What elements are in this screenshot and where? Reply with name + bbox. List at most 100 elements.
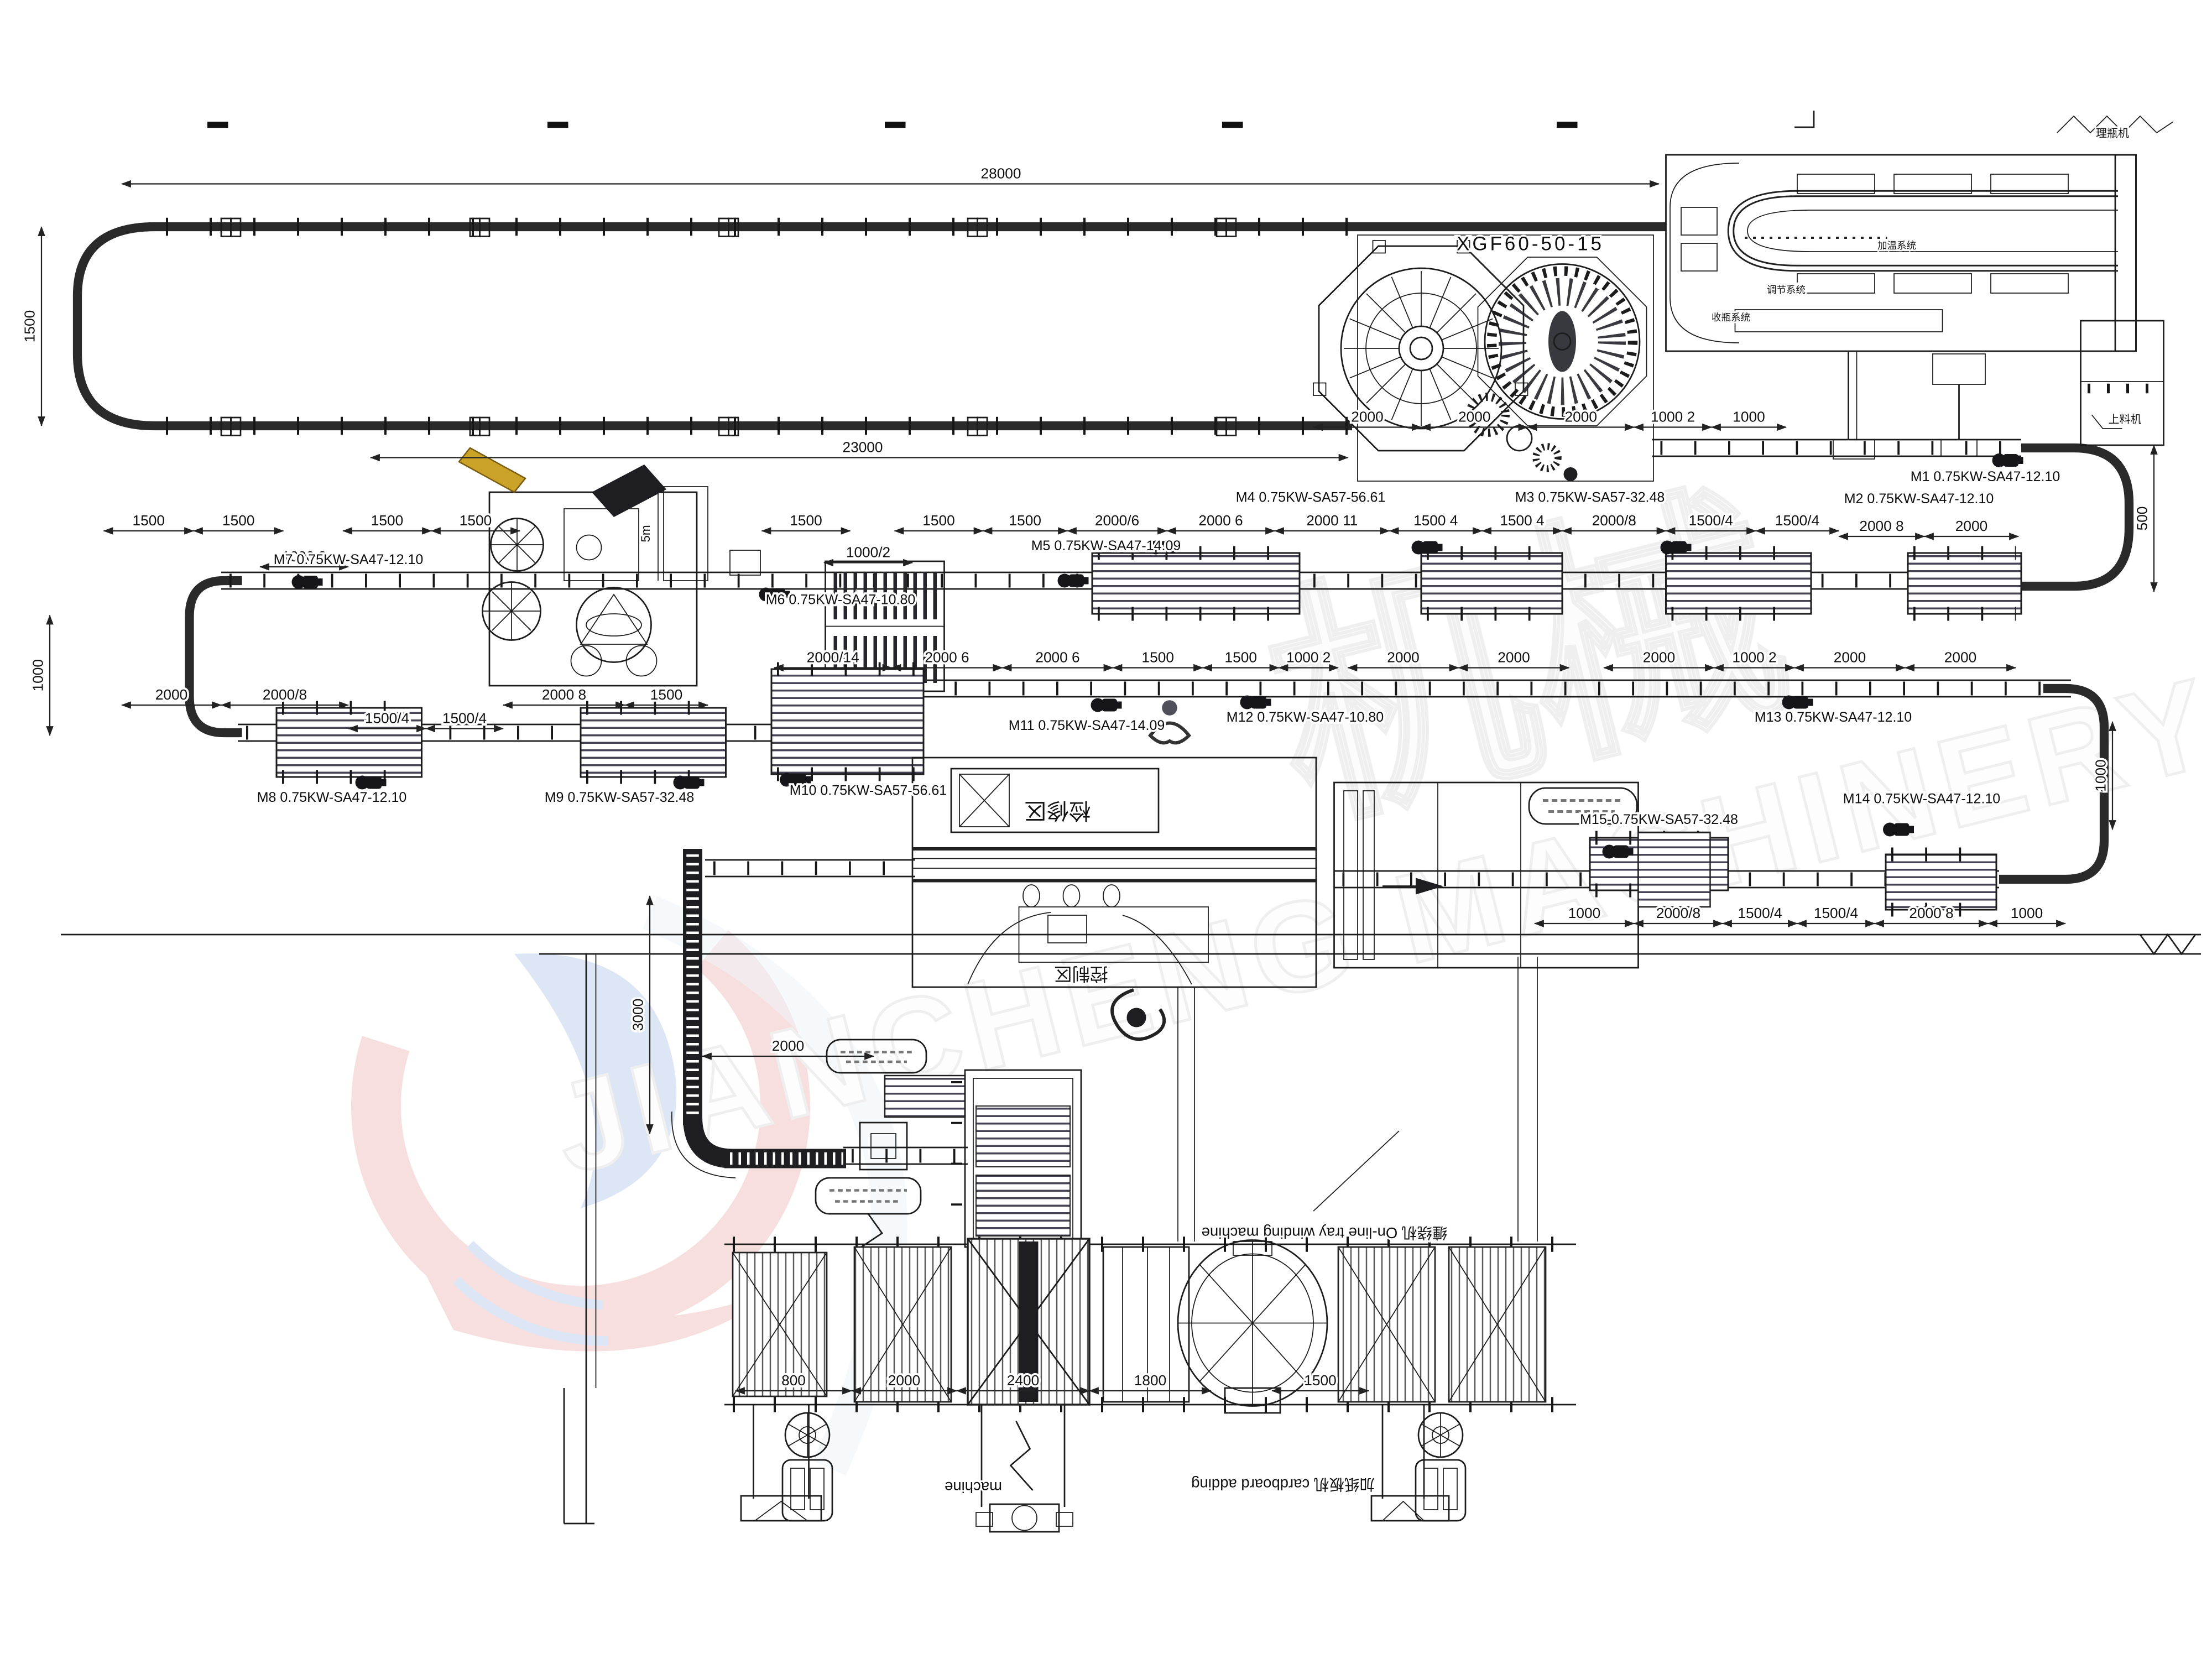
area-label: machine <box>945 1479 1002 1496</box>
conveyor-foot <box>230 217 242 237</box>
conveyor-foot <box>230 416 242 436</box>
palletizer-lift-station <box>967 1238 1091 1406</box>
dimension-label: 1000 <box>2011 905 2043 921</box>
pallet-station <box>1337 1246 1436 1403</box>
dimension-label: 2000 8 <box>542 686 586 703</box>
conveyor-foot <box>728 217 739 237</box>
accumulation-table <box>1885 853 1997 911</box>
motor-m11-label: M11 0.75KW-SA47-14.09 <box>1009 718 1165 733</box>
accumulation-table <box>1907 552 2022 615</box>
dimension-label: 1500/4 <box>442 710 487 727</box>
inspection-area <box>911 757 1317 988</box>
dimension-label: 2000 <box>1387 649 1419 666</box>
building-walls <box>61 933 2201 1525</box>
model-label: XGF60-50-15 <box>1457 233 1604 255</box>
dimension-label: 1500 <box>133 512 165 529</box>
dimension-label: 1000/2 <box>846 544 890 561</box>
dimension-label: 1500 <box>1142 649 1174 666</box>
area-label: 5m <box>639 525 653 542</box>
dimension-label: 1500 <box>371 512 403 529</box>
motor-m11-icon <box>1091 698 1122 712</box>
dimension-label: 2000 <box>1498 649 1530 666</box>
conveyor-foot <box>728 416 739 436</box>
dimension-label: 2000 <box>1458 409 1490 425</box>
dimension-label: 2000 <box>1944 649 1976 666</box>
pallet-station <box>1102 1246 1190 1403</box>
cap-elevator-machine <box>2080 320 2164 446</box>
dimension-label: 1500/4 <box>365 710 409 727</box>
motor-m5-icon <box>1057 573 1089 588</box>
grid-reference-marks <box>207 111 2174 134</box>
accumulation-table <box>1420 552 1563 615</box>
conveyor-foot <box>479 416 491 436</box>
area-label: 上料机 <box>2109 413 2142 426</box>
dimension-label: 2400 <box>1007 1372 1039 1389</box>
dimension-label: 2000 6 <box>925 649 969 666</box>
motor-m9-label: M9 0.75KW-SA57-32.48 <box>545 790 695 805</box>
dimension-label: 1500 <box>1304 1372 1336 1389</box>
dimension-label: 1000 2 <box>282 548 326 565</box>
motor-m2-label: M2 0.75KW-SA47-12.10 <box>1844 491 1994 507</box>
dimension-label: 1500 <box>1009 512 1041 529</box>
motor-m4-label: M4 0.75KW-SA57-56.61 <box>1236 490 1386 505</box>
pallet-jack-icon <box>1415 1412 1467 1522</box>
unscrambler-machine <box>1665 154 2137 460</box>
worker-icon <box>1148 700 1191 745</box>
pallet-station <box>732 1251 828 1397</box>
motor-m6-label: M6 0.75KW-SA47-10.80 <box>766 592 916 608</box>
dimension-label: 1500 <box>222 512 254 529</box>
dimension-label: 1000 2 <box>1651 409 1695 425</box>
dimension-label: 1000 <box>1568 905 1600 921</box>
motor-m7-label: M7 0.75KW-SA47-12.10 <box>274 552 424 567</box>
conveyor-foot <box>977 217 988 237</box>
dimension-label: 2000/8 <box>1656 905 1700 921</box>
dimension-label: 1500 <box>790 512 822 529</box>
area-label: 理瓶机 <box>2096 127 2129 140</box>
dimension-label: 2000 6 <box>1198 512 1243 529</box>
motor-m12-label: M12 0.75KW-SA47-10.80 <box>1227 709 1384 725</box>
area-label: 加纸板机 cardboard adding <box>1191 1476 1375 1493</box>
accumulation-table <box>1665 552 1812 615</box>
dimension-label: 2000/14 <box>807 649 859 666</box>
dimension-label: 1500 <box>460 512 492 529</box>
dimension-label: 1000 <box>2093 759 2109 791</box>
accumulation-table <box>1091 552 1301 615</box>
pallet-jack-icon <box>781 1412 833 1522</box>
area-label: 控制区 <box>1054 964 1108 984</box>
dimension-label: 2000 <box>1565 409 1597 425</box>
dimension-label: 1500 4 <box>1413 512 1458 529</box>
turntable-machine <box>1177 1239 1328 1414</box>
motor-m15-label: M15-0.75KW-SA57-32.48 <box>1580 812 1738 827</box>
dimension-label: 2000/8 <box>1592 512 1636 529</box>
dimension-label: 1500 <box>922 512 954 529</box>
filler-machine <box>1465 257 1647 481</box>
dimension-label: 1000 2 <box>1286 649 1331 666</box>
motor-m13-label: M13 0.75KW-SA47-12.10 <box>1755 709 1912 725</box>
motor-m7-icon <box>291 575 323 589</box>
dimension-label: 1500 <box>22 310 38 342</box>
area-label: 缠绕机 On-line tray winding machine <box>1202 1224 1448 1241</box>
pallet-stations <box>732 1238 1547 1414</box>
dimension-label: 1000 <box>1733 409 1765 425</box>
conveyor-feet <box>220 217 1237 436</box>
dimension-label: 2000 <box>1351 409 1383 425</box>
dimension-label: 1800 <box>1134 1372 1166 1389</box>
dimension-label: 23000 <box>843 439 883 456</box>
accumulation-table <box>770 668 925 775</box>
conveyor-foot <box>1225 217 1237 237</box>
dimension-label: 2000 <box>1955 518 1987 534</box>
motor-m1-label: M1 0.75KW-SA47-12.10 <box>1911 469 2060 484</box>
dimension-label: 1500/4 <box>1775 512 1819 529</box>
dimension-label: 1000 2 <box>1732 649 1776 666</box>
dimension-label: 1500/4 <box>1814 905 1858 921</box>
area-label: 调节系统 <box>1767 284 1806 295</box>
pallet-station <box>1448 1246 1547 1403</box>
dimension-label: 2000 <box>888 1372 920 1389</box>
accumulation-table <box>275 707 422 778</box>
motor-m5-label: M5 0.75KW-SA47-14.09 <box>1031 538 1181 554</box>
dimension-label: 2000/6 <box>1095 512 1139 529</box>
dimension-label: 2000 <box>1834 649 1866 666</box>
area-label: 收瓶系统 <box>1712 312 1750 323</box>
dimension-label: 1500 <box>650 686 682 703</box>
